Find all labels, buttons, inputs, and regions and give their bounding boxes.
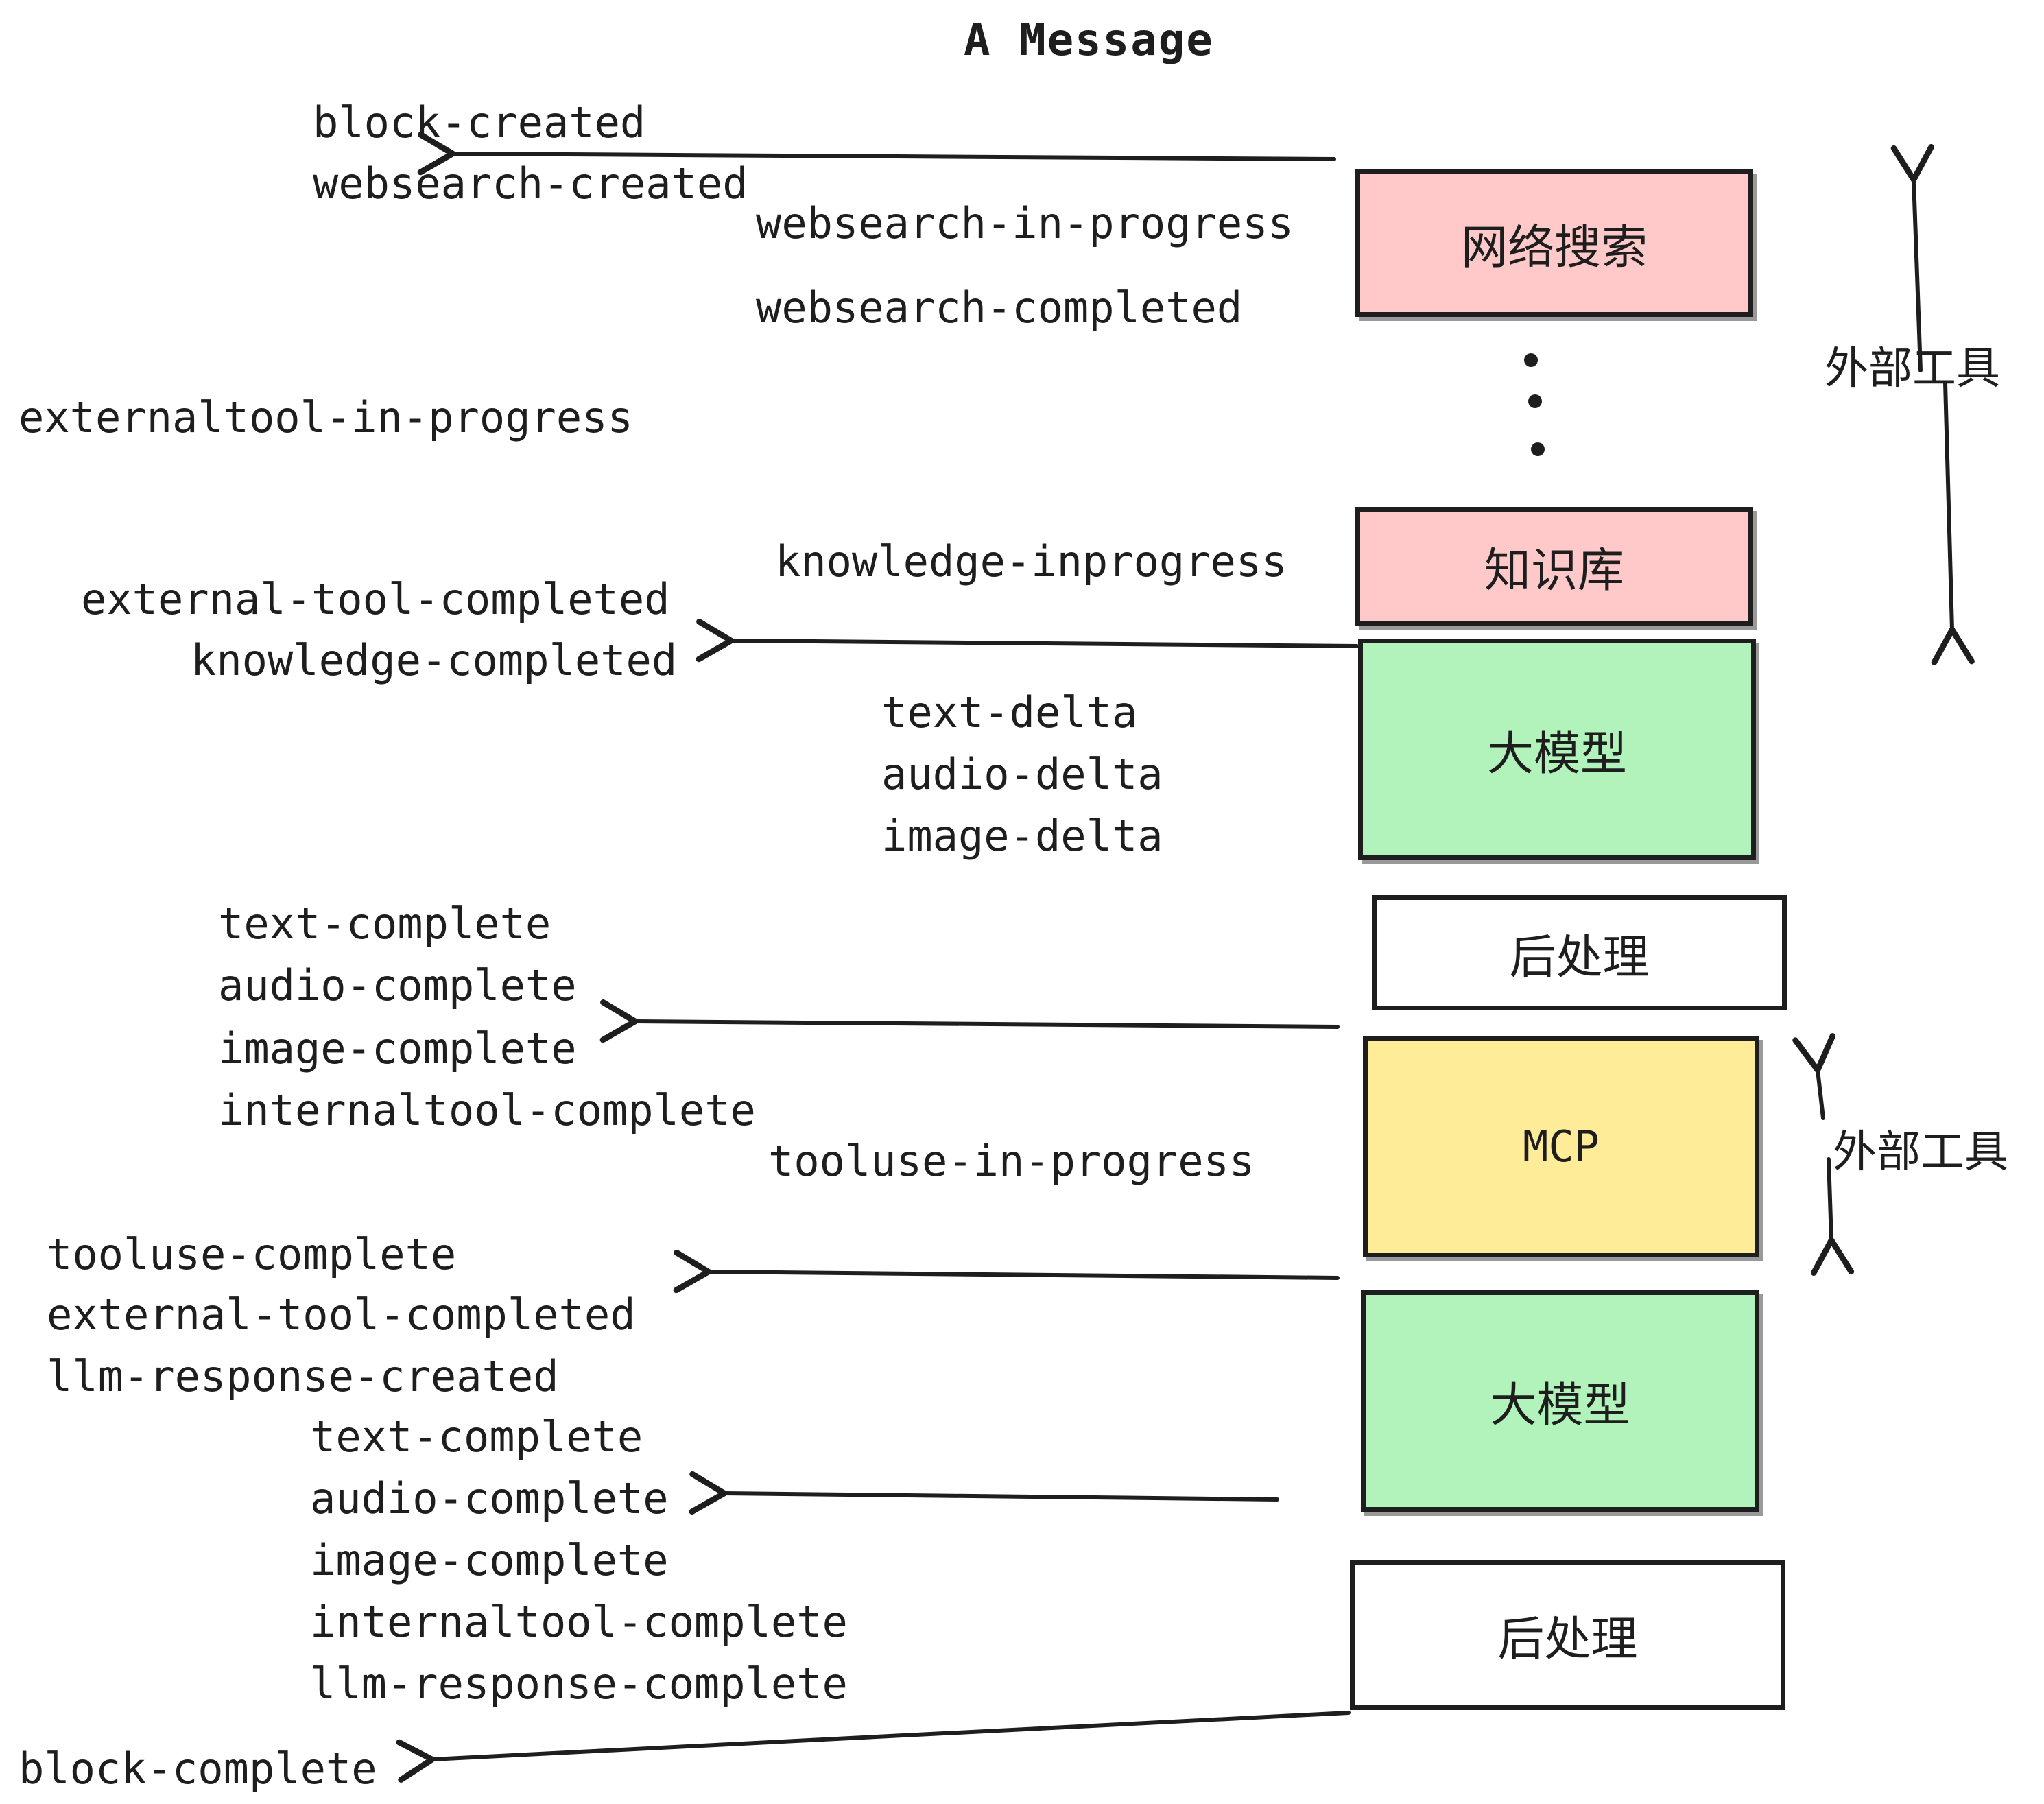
event-audio-complete-1: audio-complete [218,960,577,1010]
node-mcp: MCP [1363,1036,1759,1257]
event-block-created: block-created [313,97,646,147]
arrow-external-tools-2-up [1792,1033,1836,1120]
node-websearch-label: 网络搜索 [1460,222,1648,274]
arrow-post2-to-block-complete [396,1711,1351,1783]
side-label-external-tools-1: 外部工具 [1825,344,2000,393]
arrow-llm2-to-audio-complete [689,1471,1279,1515]
node-llm-2-label: 大模型 [1490,1379,1630,1432]
event-text-complete-1: text-complete [218,899,551,949]
event-tooluse-in-progress: tooluse-in-progress [768,1136,1255,1186]
node-post-processing-1: 后处理 [1372,895,1787,1010]
node-llm-1: 大模型 [1358,639,1756,860]
event-external-tool-completed: external-tool-completed [81,574,670,624]
event-image-delta-1: image-delta [881,811,1163,861]
event-websearch-created: websearch-created [313,158,748,209]
node-post-processing-2-label: 后处理 [1497,1613,1638,1665]
event-knowledge-completed: knowledge-completed [191,635,678,685]
event-text-delta-1: text-delta [881,687,1138,737]
node-knowledge: 知识库 [1355,507,1753,626]
arrow-llm1-to-knowledge-completed [696,619,1359,663]
arrow-external-tools-2-down [1811,1157,1855,1276]
arrow-mcp-to-image-complete [599,999,1340,1043]
event-audio-delta-1: audio-delta [881,749,1163,799]
node-knowledge-label: 知识库 [1484,545,1624,597]
event-internaltool-complete-1: internaltool-complete [218,1085,756,1135]
node-llm-1-label: 大模型 [1486,728,1627,780]
arrow-external-tools-1-down [1931,381,1975,665]
event-audio-complete-2: audio-complete [310,1473,669,1523]
event-knowledge-inprogress: knowledge-inprogress [775,536,1287,586]
event-internaltool-complete-2: internaltool-complete [310,1597,848,1647]
node-llm-2: 大模型 [1361,1290,1759,1512]
side-label-external-tools-2: 外部工具 [1833,1127,2008,1176]
event-external-tool-completed-2: external-tool-completed [47,1290,636,1340]
event-image-complete-2: image-complete [310,1535,669,1585]
page-title: A Message [964,15,1214,66]
ellipsis-dots-icon [1524,353,1545,456]
event-llm-response-complete: llm-response-complete [310,1659,848,1709]
node-post-processing-2: 后处理 [1350,1560,1785,1710]
event-websearch-in-progress: websearch-in-progress [756,198,1294,248]
event-websearch-completed: websearch-completed [756,283,1243,333]
event-externaltool-in-progress: externaltool-in-progress [19,392,633,442]
node-post-processing-1-label: 后处理 [1509,931,1650,984]
event-text-complete-2: text-complete [310,1412,643,1462]
arrow-llm2-to-tooluse-complete [673,1249,1340,1294]
event-image-complete-1: image-complete [218,1023,577,1073]
event-tooluse-complete: tooluse-complete [47,1229,457,1279]
node-mcp-label: MCP [1523,1121,1600,1172]
event-block-complete: block-complete [19,1744,377,1794]
node-websearch: 网络搜索 [1355,169,1753,317]
event-llm-response-created: llm-response-created [47,1351,559,1401]
